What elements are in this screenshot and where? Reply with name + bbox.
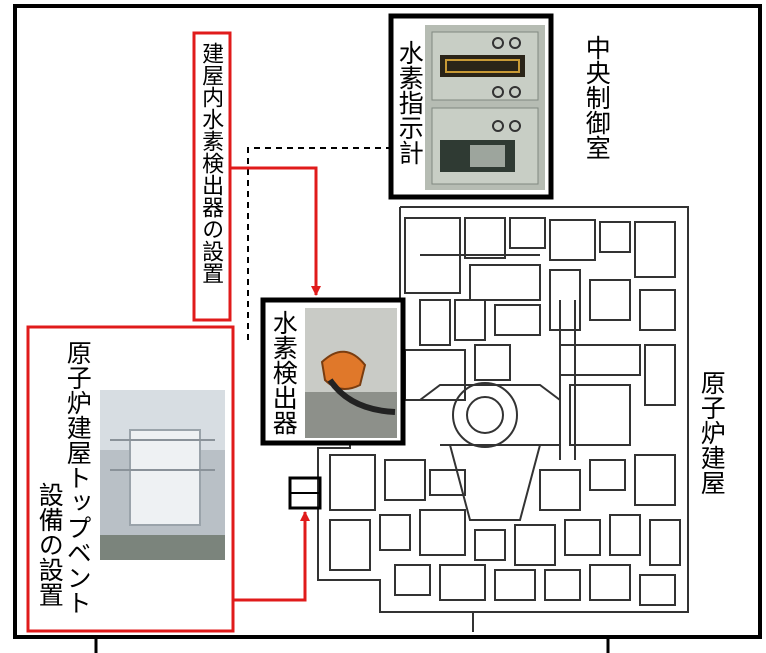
hydrogen-indicator-photo (425, 25, 545, 190)
red-arrow-top-vent (230, 512, 305, 600)
building-detector-install-label: 建屋内水素検出器の設置 (199, 42, 222, 284)
central-control-room-label: 中央制御室 (583, 35, 609, 160)
reactor-building-label: 原子炉建屋 (698, 370, 724, 495)
hydrogen-detector-label: 水素検出器 (270, 310, 296, 435)
hydrogen-detector-photo (305, 308, 397, 438)
hydrogen-indicator-label: 水素指示計 (396, 40, 422, 165)
top-vent-photo (100, 390, 225, 560)
top-vent-label-line1: 原子炉建屋トップベント (64, 340, 90, 615)
top-vent-label-line2: 設備の設置 (36, 482, 62, 607)
red-arrow-detector (230, 168, 316, 295)
